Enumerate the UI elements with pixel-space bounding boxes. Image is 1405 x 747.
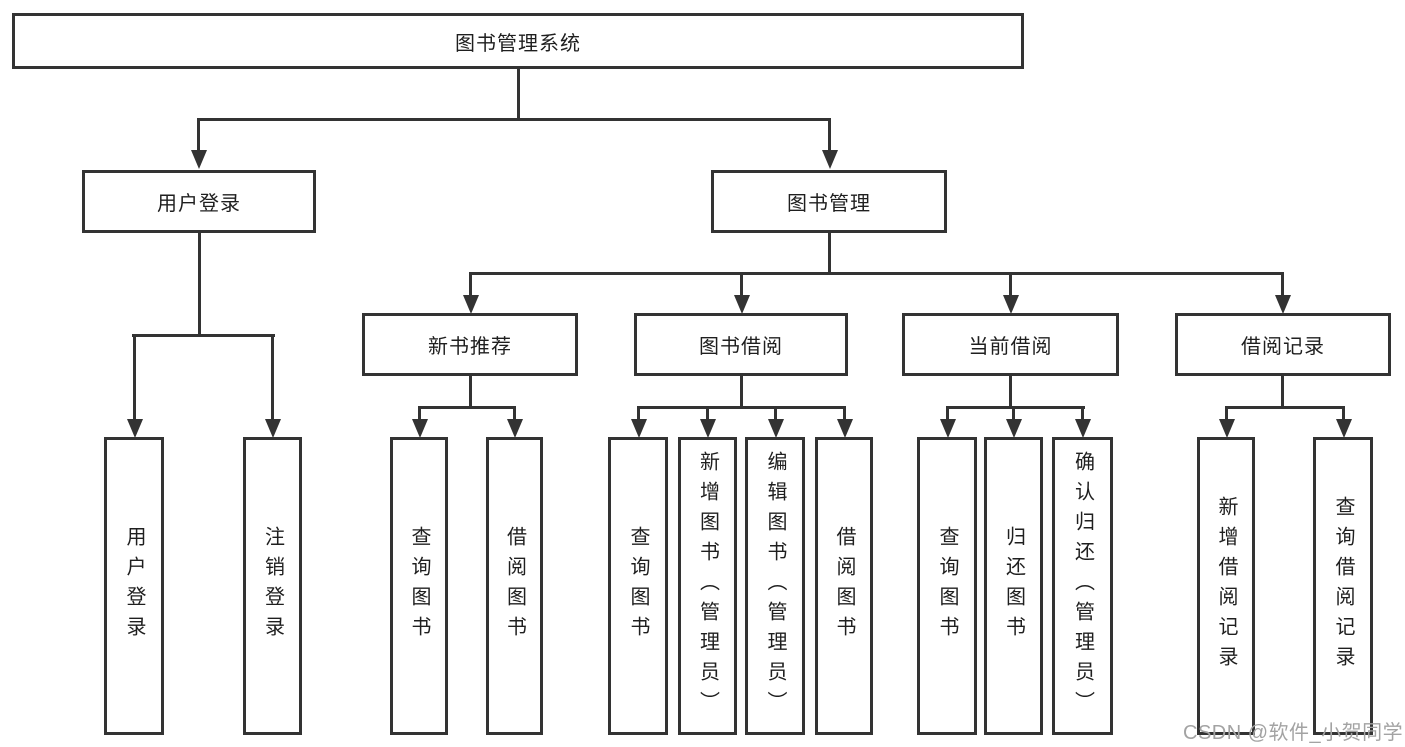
leaf-user-login: 用户登录 <box>104 437 164 735</box>
leaf-confirm-return-admin-label: 确认归还（管理员） <box>1071 451 1094 721</box>
arrowhead-down-icon <box>265 419 281 438</box>
watermark: CSDN @软件_小贺同学 <box>1183 722 1404 744</box>
connector-book-borrow-drop-4 <box>843 406 846 422</box>
connector-book-borrow-drop-1 <box>637 406 640 422</box>
arrowhead-down-icon <box>631 419 647 438</box>
arrowhead-down-icon <box>1336 419 1352 438</box>
arrowhead-down-icon <box>1075 419 1091 438</box>
connector-book-mgmt-drop-1 <box>469 272 472 300</box>
leaf-query-borrow-record: 查询借阅记录 <box>1313 437 1373 735</box>
connector-book-mgmt-drop-2 <box>740 272 743 300</box>
connector-current-borrow-stem <box>1009 376 1012 409</box>
leaf-logout-label: 注销登录 <box>261 526 284 646</box>
arrowhead-down-icon <box>768 419 784 438</box>
node-borrowing-records: 借阅记录 <box>1175 313 1391 376</box>
arrowhead-down-icon <box>940 419 956 438</box>
connector-current-borrow-drop-3 <box>1081 406 1084 422</box>
leaf-query-borrow-record-label: 查询借阅记录 <box>1332 496 1354 676</box>
leaf-borrow-books-recommend-label: 借阅图书 <box>503 526 526 646</box>
leaf-add-book-admin-label: 新增图书（管理员） <box>696 451 719 721</box>
node-book-borrowing-label: 图书借阅 <box>699 336 783 358</box>
connector-new-book-branch <box>418 406 516 409</box>
leaf-borrow-books-borrowing: 借阅图书 <box>815 437 873 735</box>
connector-book-mgmt-stem <box>828 233 831 275</box>
leaf-borrow-books-recommend: 借阅图书 <box>486 437 543 735</box>
leaf-add-borrow-record-label: 新增借阅记录 <box>1215 496 1237 676</box>
leaf-query-books-borrowing: 查询图书 <box>608 437 668 735</box>
connector-root-stem <box>517 66 520 121</box>
node-new-book-recommend: 新书推荐 <box>362 313 578 376</box>
connector-root-branch <box>197 118 831 121</box>
connector-current-borrow-drop-1 <box>946 406 949 422</box>
arrowhead-down-icon <box>734 295 750 314</box>
arrowhead-down-icon <box>1006 419 1022 438</box>
leaf-query-books-current: 查询图书 <box>917 437 977 735</box>
connector-book-borrow-branch <box>637 406 846 409</box>
leaf-query-books-borrowing-label: 查询图书 <box>627 526 649 646</box>
leaf-logout: 注销登录 <box>243 437 302 735</box>
leaf-edit-book-admin: 编辑图书（管理员） <box>745 437 805 735</box>
arrowhead-down-icon <box>1003 295 1019 314</box>
arrowhead-down-icon <box>412 419 428 438</box>
connector-user-login-branch <box>132 334 275 337</box>
node-current-borrowing-label: 当前借阅 <box>968 336 1053 358</box>
leaf-add-borrow-record: 新增借阅记录 <box>1197 437 1255 735</box>
connector-new-book-drop-2 <box>513 406 516 422</box>
node-book-management: 图书管理 <box>711 170 947 233</box>
arrowhead-down-icon <box>1219 419 1235 438</box>
node-book-management-label: 图书管理 <box>787 193 871 215</box>
leaf-borrow-books-borrowing-label: 借阅图书 <box>833 526 855 646</box>
connector-root-drop-left <box>197 118 200 152</box>
connector-book-mgmt-branch <box>469 272 1283 275</box>
leaf-edit-book-admin-label: 编辑图书（管理员） <box>764 451 786 721</box>
leaf-query-books-recommend-label: 查询图书 <box>408 526 430 646</box>
arrowhead-down-icon <box>700 419 716 438</box>
arrowhead-down-icon <box>1275 295 1291 314</box>
leaf-query-books-recommend: 查询图书 <box>390 437 448 735</box>
connector-borrow-records-drop-1 <box>1225 406 1228 422</box>
connector-new-book-drop-1 <box>418 406 421 422</box>
node-new-book-recommend-label: 新书推荐 <box>428 336 512 358</box>
arrowhead-down-icon <box>191 150 207 169</box>
connector-current-borrow-drop-2 <box>1012 406 1015 422</box>
arrowhead-down-icon <box>507 419 523 438</box>
leaf-query-books-current-label: 查询图书 <box>936 526 958 646</box>
node-current-borrowing: 当前借阅 <box>902 313 1119 376</box>
connector-borrow-records-stem <box>1281 376 1284 409</box>
connector-book-borrow-stem <box>740 376 743 409</box>
connector-user-login-stem <box>198 233 201 337</box>
leaf-return-book-label: 归还图书 <box>1002 526 1025 646</box>
leaf-add-book-admin: 新增图书（管理员） <box>678 437 737 735</box>
connector-borrow-records-branch <box>1225 406 1345 409</box>
node-root: 图书管理系统 <box>12 13 1024 69</box>
arrowhead-down-icon <box>463 295 479 314</box>
node-borrowing-records-label: 借阅记录 <box>1241 336 1325 358</box>
connector-root-drop-right <box>828 118 831 152</box>
leaf-return-book: 归还图书 <box>984 437 1043 735</box>
arrowhead-down-icon <box>837 419 853 438</box>
connector-user-login-drop-2 <box>271 334 274 422</box>
node-user-login-label: 用户登录 <box>157 193 241 215</box>
connector-borrow-records-drop-2 <box>1342 406 1345 422</box>
node-book-borrowing: 图书借阅 <box>634 313 848 376</box>
node-root-label: 图书管理系统 <box>455 32 581 55</box>
node-user-login: 用户登录 <box>82 170 316 233</box>
connector-book-mgmt-drop-4 <box>1281 272 1284 300</box>
connector-user-login-drop-1 <box>133 334 136 422</box>
leaf-confirm-return-admin: 确认归还（管理员） <box>1052 437 1113 735</box>
connector-book-borrow-drop-3 <box>774 406 777 422</box>
connector-current-borrow-branch <box>946 406 1085 409</box>
leaf-user-login-label: 用户登录 <box>123 526 145 646</box>
arrowhead-down-icon <box>127 419 143 438</box>
connector-book-borrow-drop-2 <box>706 406 709 422</box>
connector-book-mgmt-drop-3 <box>1009 272 1012 300</box>
arrowhead-down-icon <box>822 150 838 169</box>
connector-new-book-stem <box>469 376 472 409</box>
